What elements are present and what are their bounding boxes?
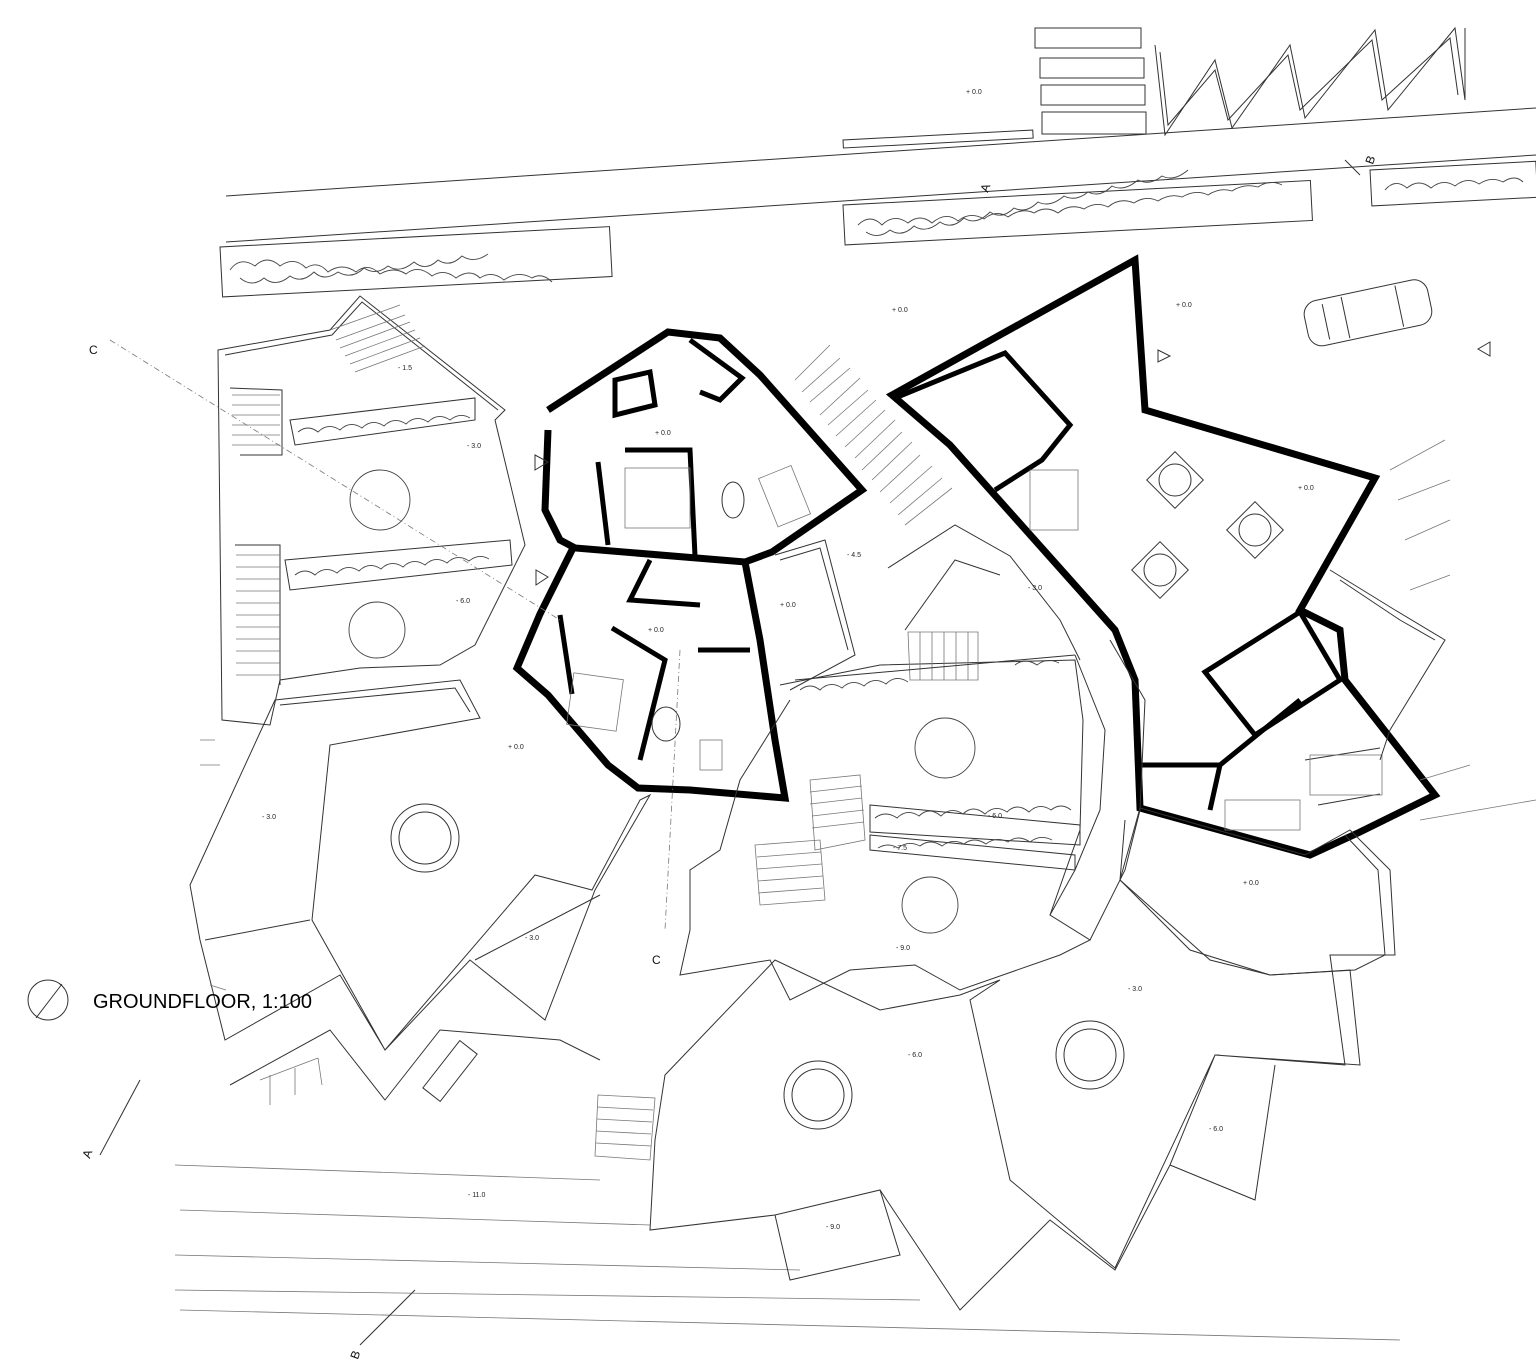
- level-label: - 6.0: [1209, 1126, 1223, 1133]
- level-label: + 0.0: [892, 307, 908, 314]
- level-label: + 0.0: [508, 744, 524, 751]
- tree-icon: [914, 717, 976, 779]
- level-label: - 4.5: [847, 552, 861, 559]
- level-label: - 9.0: [826, 1224, 840, 1231]
- nw-garden: [217, 295, 526, 726]
- section-c-bottom: C: [652, 953, 661, 967]
- level-label: + 0.0: [655, 430, 671, 437]
- middle-house: [512, 328, 953, 802]
- street-hedges: [219, 160, 1536, 298]
- section-c-top: C: [89, 343, 98, 357]
- level-label: - 3.0: [525, 935, 539, 942]
- angled-parking: [1154, 26, 1466, 137]
- level-label: - 11.0: [468, 1192, 485, 1199]
- section-lines: [99, 159, 1361, 1346]
- central-garden: [594, 524, 1146, 1161]
- section-markers: A A B B C C: [79, 154, 1378, 1361]
- section-b-top: B: [1362, 154, 1378, 166]
- level-label: - 3.0: [1028, 585, 1042, 592]
- parking-bays: [1034, 27, 1147, 135]
- level-label: - 3.0: [262, 814, 276, 821]
- street: [225, 26, 1536, 243]
- dining-tables: [1131, 451, 1284, 599]
- section-a-bottom: A: [79, 1148, 95, 1160]
- lower-court: [774, 539, 856, 691]
- east-edge: [1329, 439, 1536, 821]
- south-terrace: [649, 807, 1396, 1311]
- level-label: + 0.0: [780, 602, 796, 609]
- level-label: + 0.0: [648, 627, 664, 634]
- north-arrow-icon: [27, 979, 69, 1021]
- west-terrace: [189, 679, 652, 1051]
- terrace-steps: [794, 344, 953, 526]
- level-label: - 3.0: [1128, 986, 1142, 993]
- level-label: + 0.0: [966, 89, 982, 96]
- drawing-title: GROUNDFLOOR, 1:100: [93, 991, 312, 1013]
- east-house: [885, 254, 1441, 859]
- round-table-icon: [1055, 1020, 1125, 1090]
- level-label: + 0.0: [1176, 302, 1192, 309]
- playground: [174, 739, 1401, 1341]
- level-label: - 6.0: [908, 1052, 922, 1059]
- tree-icon: [348, 601, 406, 659]
- title-block: GROUNDFLOOR, 1:100: [27, 979, 312, 1021]
- level-label: - 3.0: [467, 443, 481, 450]
- level-markers: + 0.0 + 0.0 + 0.0 + 0.0 + 0.0 + 0.0 + 0.…: [262, 89, 1314, 1231]
- level-label: - 1.5: [398, 365, 412, 372]
- tree-icon: [349, 469, 411, 531]
- steps: [232, 304, 426, 676]
- round-table-icon: [390, 803, 460, 873]
- level-label: + 0.0: [1298, 485, 1314, 492]
- round-table-icon: [783, 1060, 853, 1130]
- level-label: - 9.0: [896, 945, 910, 952]
- garden-steps: [594, 631, 979, 1161]
- car-icon: [1303, 279, 1433, 347]
- tree-icon: [901, 876, 959, 934]
- level-label: - 7.5: [893, 845, 907, 852]
- level-label: + 0.0: [1243, 880, 1259, 887]
- section-b-bottom: B: [347, 1349, 363, 1361]
- level-label: - 6.0: [988, 813, 1002, 820]
- level-label: - 6.0: [456, 598, 470, 605]
- entrance-markers: [534, 341, 1491, 586]
